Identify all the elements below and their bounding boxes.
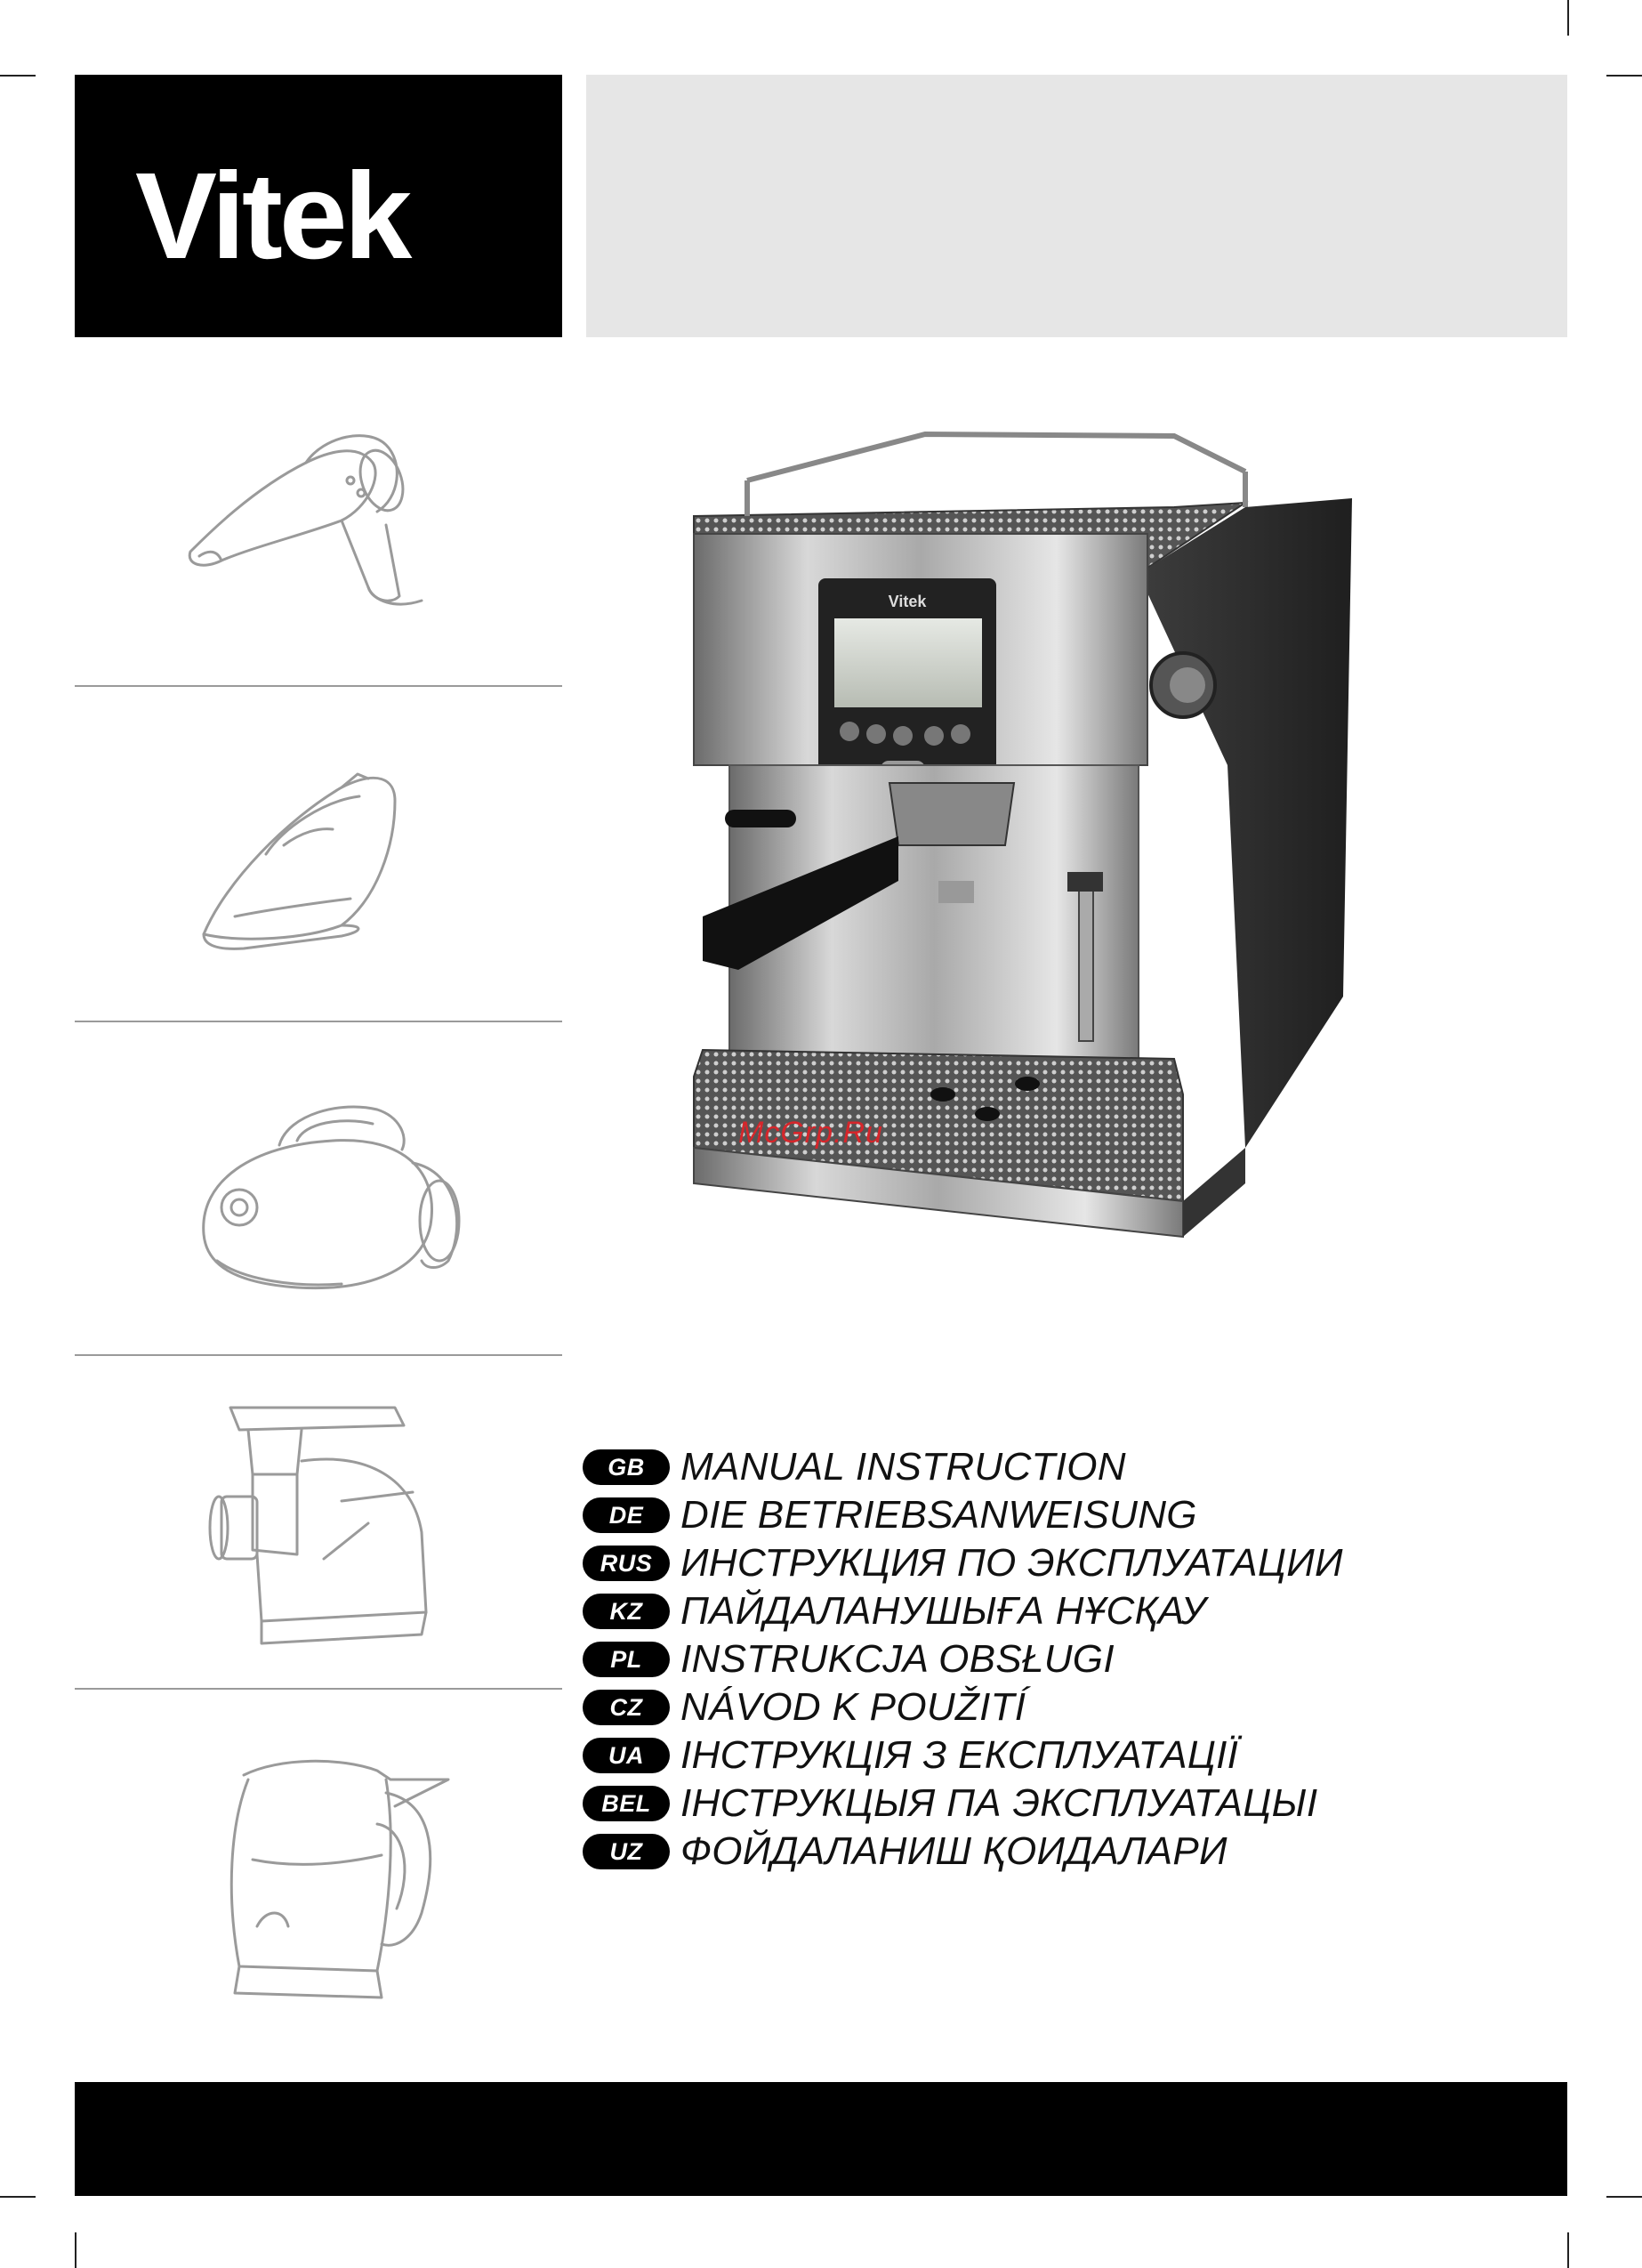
language-row-bel: BEL ІНСТРУКЦЫЯ ПА ЭКСПЛУАТАЦЫІ	[583, 1780, 1561, 1828]
crop-mark	[0, 75, 36, 77]
logo-text: Vitek	[135, 148, 413, 285]
vitek-logo: Vitek	[75, 75, 562, 337]
language-badge: UZ	[583, 1834, 670, 1869]
section-divider	[75, 1021, 562, 1022]
language-title: ІНСТРУКЦІЯ З ЕКСПЛУАТАЦІЇ	[680, 1733, 1238, 1778]
language-badge: KZ	[583, 1594, 670, 1629]
display-brand: Vitek	[889, 593, 928, 610]
vacuum-cleaner-panel	[75, 1047, 562, 1381]
vacuum-cleaner-icon	[75, 1047, 562, 1381]
steam-iron-panel	[75, 712, 562, 1045]
language-title: ІНСТРУКЦЫЯ ПА ЭКСПЛУАТАЦЫІ	[680, 1781, 1317, 1826]
electric-kettle-icon	[75, 1717, 562, 2051]
section-divider	[75, 685, 562, 687]
hair-dryer-panel	[75, 374, 562, 707]
crop-mark	[1567, 2232, 1569, 2268]
footer-bar	[75, 2082, 1567, 2196]
language-badge: CZ	[583, 1690, 670, 1725]
electric-kettle-panel	[75, 1717, 562, 2051]
language-list: GB MANUAL INSTRUCTION DE DIE BETRIEBSANW…	[583, 1443, 1561, 1876]
language-title: MANUAL INSTRUCTION	[680, 1445, 1126, 1489]
language-row-uz: UZ ФОЙДАЛАНИШ ҚОИДАЛАРИ	[583, 1828, 1561, 1876]
meat-grinder-panel	[75, 1381, 562, 1715]
language-title: ПАЙДАЛАНУШЫҒА НҰСҚАУ	[680, 1589, 1206, 1634]
language-badge: PL	[583, 1642, 670, 1677]
language-title: ФОЙДАЛАНИШ ҚОИДАЛАРИ	[680, 1829, 1227, 1874]
language-row-cz: CZ NÁVOD K POUŽITÍ	[583, 1683, 1561, 1731]
crop-mark	[1606, 75, 1642, 77]
section-divider	[75, 1688, 562, 1690]
language-badge: DE	[583, 1497, 670, 1533]
crop-mark	[75, 2232, 76, 2268]
hair-dryer-icon	[75, 374, 562, 707]
crop-mark	[1606, 2196, 1642, 2198]
espresso-machine-photo: Vitek	[676, 418, 1370, 1290]
crop-mark	[1567, 0, 1569, 36]
section-divider	[75, 1354, 562, 1356]
header-banner	[586, 75, 1567, 337]
watermark-text: McGrp.Ru	[738, 1116, 883, 1150]
language-badge: BEL	[583, 1786, 670, 1821]
meat-grinder-icon	[75, 1381, 562, 1715]
language-row-rus: RUS ИНСТРУКЦИЯ ПО ЭКСПЛУАТАЦИИ	[583, 1539, 1561, 1587]
steam-iron-icon	[75, 712, 562, 1045]
language-title: NÁVOD K POUŽITÍ	[680, 1685, 1026, 1730]
language-badge: RUS	[583, 1546, 670, 1581]
language-badge: UA	[583, 1738, 670, 1773]
espresso-machine-image: Vitek	[676, 418, 1370, 1290]
language-title: ИНСТРУКЦИЯ ПО ЭКСПЛУАТАЦИИ	[680, 1541, 1343, 1586]
language-title: DIE BETRIEBSANWEISUNG	[680, 1493, 1197, 1538]
language-title: INSTRUKCJA OBSŁUGI	[680, 1637, 1115, 1682]
language-row-ua: UA ІНСТРУКЦІЯ З ЕКСПЛУАТАЦІЇ	[583, 1731, 1561, 1780]
language-row-pl: PL INSTRUKCJA OBSŁUGI	[583, 1635, 1561, 1683]
language-row-gb: GB MANUAL INSTRUCTION	[583, 1443, 1561, 1491]
language-row-kz: KZ ПАЙДАЛАНУШЫҒА НҰСҚАУ	[583, 1587, 1561, 1635]
brand-logo-box: Vitek	[75, 75, 562, 337]
crop-mark	[0, 2196, 36, 2198]
language-badge: GB	[583, 1449, 670, 1485]
language-row-de: DE DIE BETRIEBSANWEISUNG	[583, 1491, 1561, 1539]
